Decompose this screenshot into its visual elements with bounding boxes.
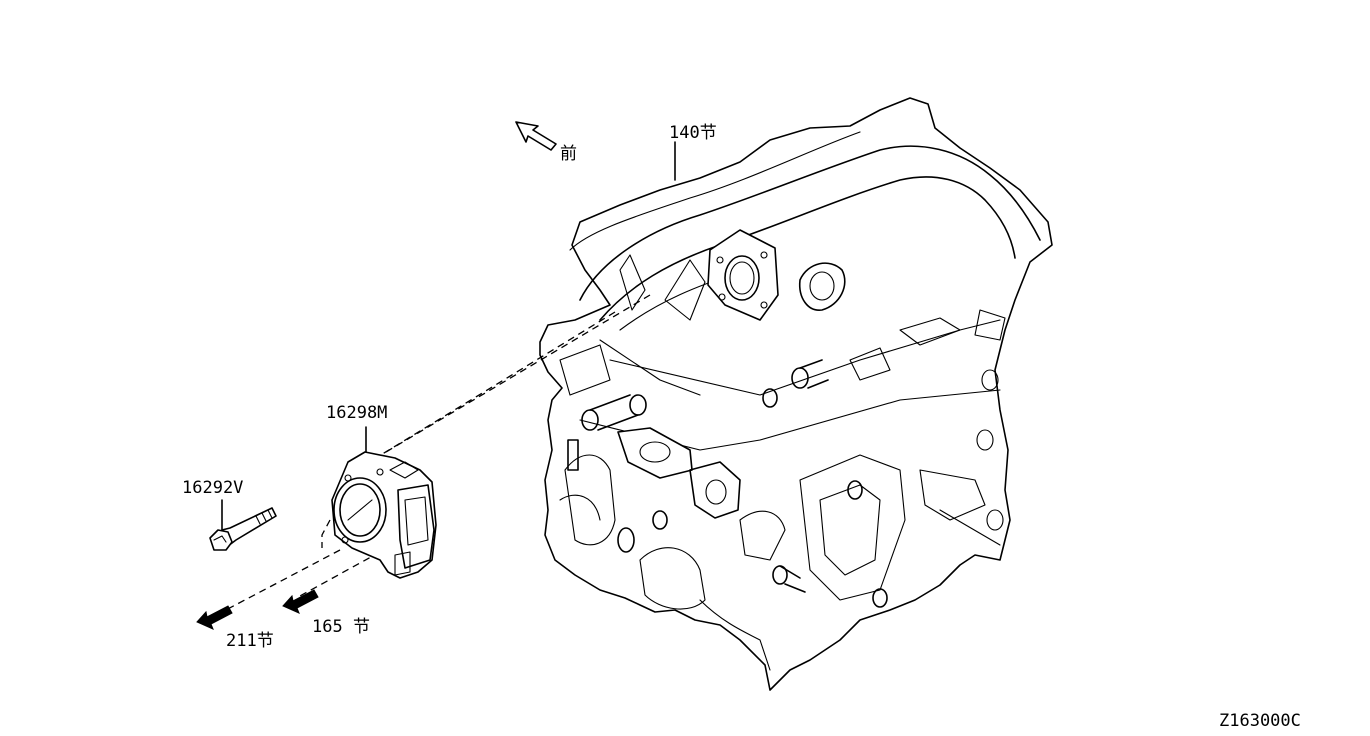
engine-assembly (539, 97, 1053, 691)
label-ref-165[interactable]: 165 节 (312, 617, 370, 637)
front-arrow-icon (515, 121, 557, 151)
assembly-lines (221, 294, 651, 613)
arrow-165-icon (282, 589, 319, 614)
label-throttle-body-part[interactable]: 16298M (326, 403, 387, 423)
throttle-body (331, 426, 437, 579)
manifold-flange (707, 229, 779, 321)
arrow-211-icon (196, 605, 233, 630)
label-bolt-part[interactable]: 16292V (182, 478, 243, 498)
front-marker-label: 前 (560, 144, 577, 164)
label-ref-211[interactable]: 211节 (226, 631, 274, 651)
bolt (209, 499, 277, 551)
label-intake-manifold-ref[interactable]: 140节 (669, 123, 717, 143)
diagram-code: Z163000C (1219, 711, 1301, 731)
